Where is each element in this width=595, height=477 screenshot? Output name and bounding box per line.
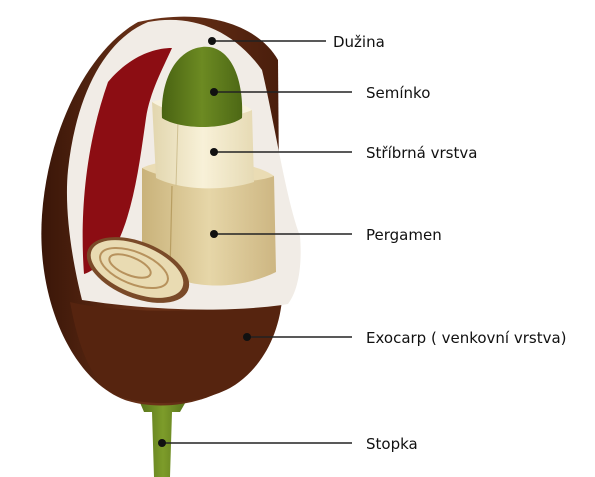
label-stribrna-vrstva: Stříbrná vrstva <box>366 144 477 162</box>
label-seminko: Semínko <box>366 84 430 102</box>
label-stopka: Stopka <box>366 435 418 453</box>
label-exocarp: Exocarp ( venkovní vrstva) <box>366 329 567 347</box>
dot-stopka <box>158 439 166 447</box>
label-duzina: Dužina <box>333 33 385 51</box>
dot-exocarp <box>243 333 251 341</box>
dot-seminko <box>210 88 218 96</box>
dot-pergamen <box>210 230 218 238</box>
label-pergamen: Pergamen <box>366 226 442 244</box>
dot-stribrna <box>210 148 218 156</box>
dot-duzina <box>208 37 216 45</box>
